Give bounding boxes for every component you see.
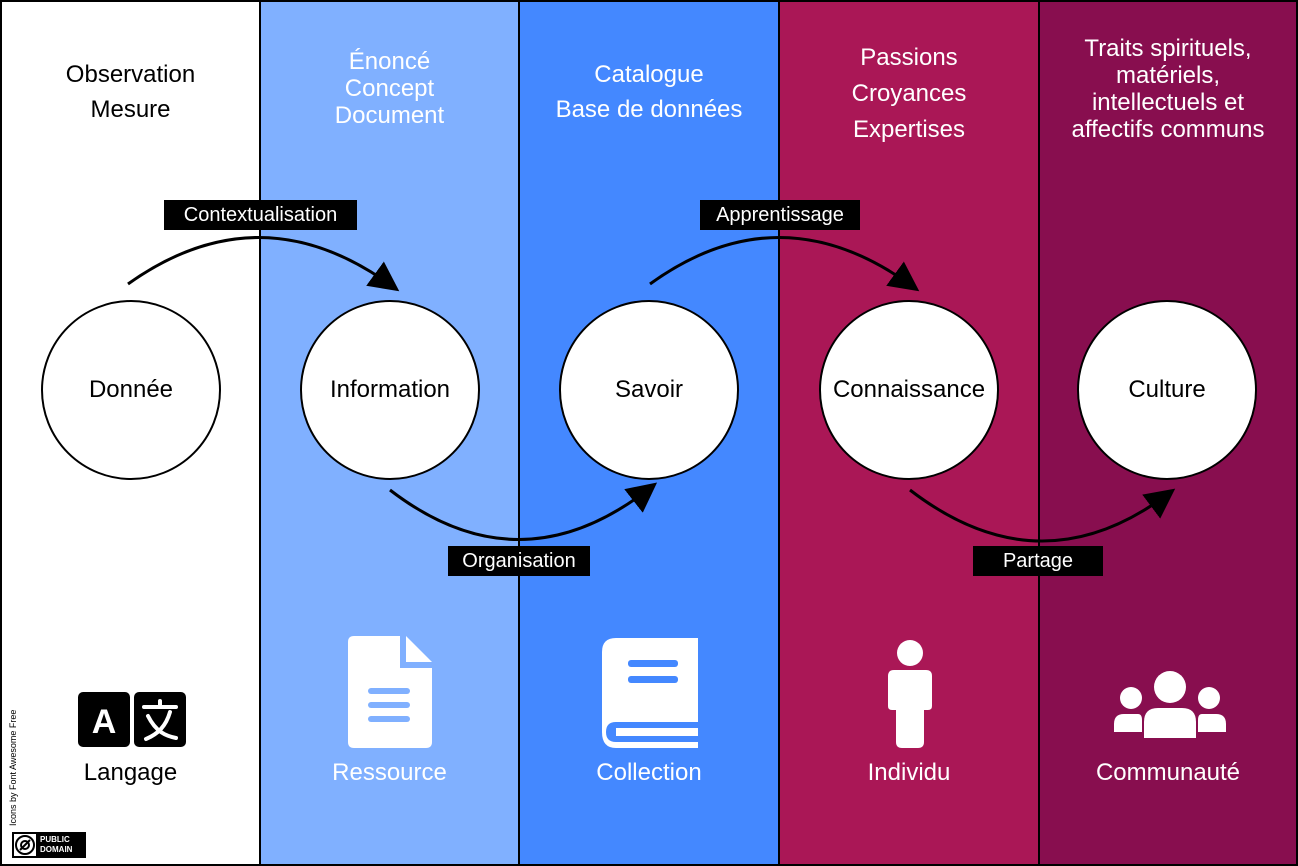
header-line: Croyances [851, 80, 967, 107]
public-domain-badge: PUBLIC DOMAIN [12, 832, 86, 858]
node-label: Culture [1128, 376, 1206, 403]
column-header: Passions Croyances Expertises [780, 40, 1038, 148]
bottom-label: Collection [596, 759, 702, 786]
node-connaissance: Connaissance [819, 300, 999, 480]
header-line: Observation [65, 61, 196, 88]
node-label: Information [329, 376, 451, 403]
document-icon [348, 636, 432, 748]
label-contextualisation: Contextualisation [164, 200, 357, 230]
header-line: Expertises [852, 116, 966, 143]
person-icon [888, 640, 932, 748]
license-line: DOMAIN [40, 845, 73, 854]
node-culture: Culture [1077, 300, 1257, 480]
credit-text: Icons by Font Awesome Free [6, 696, 20, 826]
header-line: Base de données [555, 95, 743, 123]
node-savoir: Savoir [559, 300, 739, 480]
node-label: Savoir [614, 376, 684, 403]
bottom-label: Communauté [1095, 759, 1241, 786]
label-apprentissage: Apprentissage [700, 200, 860, 230]
column-header: Traits spirituels, matériels, intellectu… [1040, 35, 1296, 144]
svg-text:A: A [92, 703, 117, 741]
header-line: Catalogue [594, 61, 704, 88]
column-culture: Traits spirituels, matériels, intellectu… [1038, 0, 1298, 866]
node-label: Connaissance [832, 376, 986, 403]
users-icon [1114, 671, 1226, 738]
column-header: Observation Mesure [2, 58, 259, 128]
book-icon [602, 638, 698, 748]
header-line: Passions [860, 44, 958, 71]
node-label: Donnée [88, 376, 174, 403]
column-savoir: Catalogue Base de données Savoir Collect… [518, 0, 780, 866]
column-information: Énoncé Concept Document Information Ress… [259, 0, 520, 866]
credit-label: Icons by Font Awesome Free [8, 709, 18, 826]
header-line: matériels, [1115, 61, 1221, 89]
column-connaissance: Passions Croyances Expertises Connaissan… [778, 0, 1040, 866]
bottom-label: Individu [867, 759, 951, 786]
header-line: Énoncé [348, 48, 431, 75]
license-line: PUBLIC [40, 835, 70, 844]
bottom-label: Langage [83, 759, 178, 786]
label-partage: Partage [973, 546, 1103, 576]
header-line: affectifs communs [1071, 115, 1265, 143]
header-line: Mesure [90, 95, 171, 123]
label-organisation: Organisation [448, 546, 590, 576]
header-line: Traits spirituels, [1084, 35, 1252, 62]
column-donnee: Observation Mesure Donnée A Langage Icon… [0, 0, 261, 866]
language-icon: A [78, 692, 186, 747]
header-line: intellectuels et [1091, 88, 1245, 116]
header-line: Document [334, 101, 445, 129]
bottom-label: Ressource [332, 759, 447, 786]
node-donnee: Donnée [41, 300, 221, 480]
node-information: Information [300, 300, 480, 480]
column-header: Catalogue Base de données [520, 58, 778, 128]
column-header: Énoncé Concept Document [261, 48, 518, 130]
header-line: Concept [344, 74, 435, 102]
